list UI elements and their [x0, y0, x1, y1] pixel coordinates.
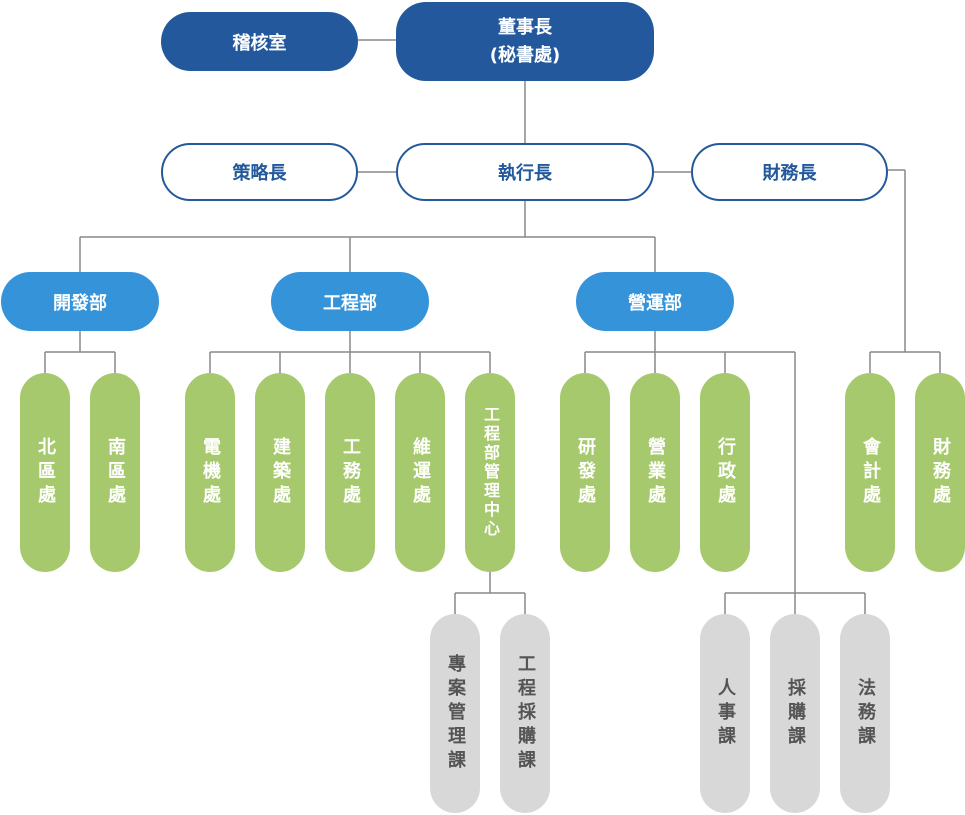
- eng-procurement-section-label: 工程採購課: [515, 653, 536, 774]
- maintenance-office-node: 維運處: [395, 373, 445, 572]
- procurement-section-node: 採購課: [770, 614, 820, 813]
- procurement-section-label: 採購課: [785, 677, 806, 750]
- development-dept-label: 開發部: [53, 292, 107, 314]
- works-office-node: 工務處: [325, 373, 375, 572]
- engineering-dept-node: 工程部: [271, 272, 429, 331]
- chairman-label: 董事長: [497, 16, 552, 38]
- finance-office-node: 財務處: [915, 373, 965, 572]
- development-dept-node: 開發部: [1, 272, 159, 331]
- maintenance-office-label: 維運處: [410, 436, 431, 509]
- ceo-label: 執行長: [498, 163, 552, 184]
- legal-section-node: 法務課: [840, 614, 890, 813]
- operations-dept-node: 營運部: [576, 272, 734, 331]
- north-office-node: 北區處: [20, 373, 70, 572]
- hr-section-label: 人事課: [715, 677, 736, 750]
- south-office-label: 南區處: [105, 436, 126, 509]
- admin-office-node: 行政處: [700, 373, 750, 572]
- strategy-officer-node: 策略長: [161, 143, 358, 201]
- pm-center-label: 工程部管理中心: [481, 406, 500, 539]
- accounting-office-label: 會計處: [860, 436, 881, 509]
- cfo-label: 財務長: [762, 163, 817, 184]
- pm-center-node: 工程部管理中心: [465, 373, 515, 572]
- ceo-node: 執行長: [396, 143, 654, 201]
- construction-office-label: 建築處: [270, 436, 291, 509]
- secretariat-label: (秘書處): [489, 44, 561, 66]
- legal-section-label: 法務課: [855, 677, 876, 750]
- project-mgmt-section-node: 專案管理課: [430, 614, 480, 813]
- business-office-node: 營業處: [630, 373, 680, 572]
- chairman-node: 董事長 (秘書處): [396, 2, 654, 81]
- strategy-officer-label: 策略長: [232, 163, 287, 184]
- eng-procurement-section-node: 工程採購課: [500, 614, 550, 813]
- construction-office-node: 建築處: [255, 373, 305, 572]
- south-office-node: 南區處: [90, 373, 140, 572]
- finance-office-label: 財務處: [930, 436, 951, 509]
- engineering-dept-label: 工程部: [323, 292, 377, 314]
- electrical-office-node: 電機處: [185, 373, 235, 572]
- project-mgmt-section-label: 專案管理課: [445, 653, 466, 774]
- operations-dept-label: 營運部: [628, 292, 682, 314]
- rnd-office-node: 研發處: [560, 373, 610, 572]
- accounting-office-node: 會計處: [845, 373, 895, 572]
- electrical-office-label: 電機處: [200, 436, 221, 509]
- audit-office-node: 稽核室: [161, 12, 358, 71]
- north-office-label: 北區處: [35, 436, 56, 509]
- audit-office-label: 稽核室: [232, 32, 287, 54]
- admin-office-label: 行政處: [715, 436, 736, 509]
- rnd-office-label: 研發處: [575, 436, 596, 509]
- hr-section-node: 人事課: [700, 614, 750, 813]
- business-office-label: 營業處: [645, 436, 666, 509]
- works-office-label: 工務處: [340, 436, 361, 509]
- cfo-node: 財務長: [691, 143, 888, 201]
